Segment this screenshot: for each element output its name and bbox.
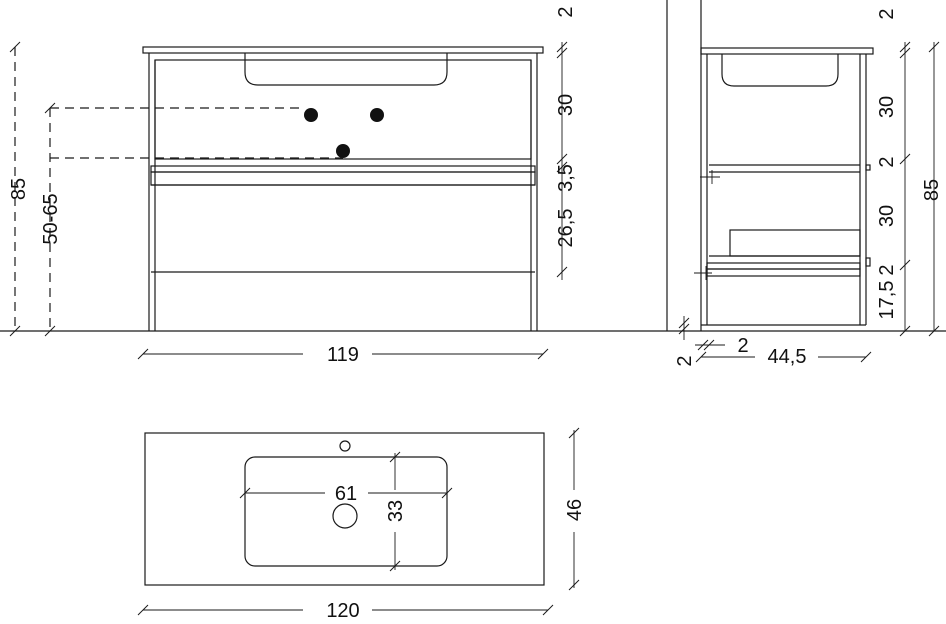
side-height-label: 85 bbox=[921, 179, 943, 201]
front-top-thickness-label: 2 bbox=[555, 6, 577, 17]
side-view: 2 30 2 30 2 17,5 85 44,5 2 2 bbox=[666, 0, 943, 368]
plan-view: 61 33 46 120 bbox=[137, 427, 586, 622]
side-depth-label: 44,5 bbox=[768, 346, 807, 368]
plan-width-label: 120 bbox=[326, 600, 359, 622]
side-top-thickness-label: 2 bbox=[876, 8, 898, 19]
front-view: 85 50-65 119 2 30 3,5 26,5 bbox=[0, 6, 946, 366]
tap-hole-left bbox=[304, 108, 318, 122]
drain-point bbox=[336, 144, 350, 158]
plan-tap-hole bbox=[339, 440, 351, 452]
shelf-body bbox=[150, 171, 536, 186]
side-handle-lower bbox=[865, 257, 871, 267]
tap-hole-right bbox=[370, 108, 384, 122]
side-wall-gap-label: 2 bbox=[737, 335, 748, 357]
front-height-label: 85 bbox=[8, 178, 30, 200]
front-gap-label: 3,5 bbox=[555, 164, 577, 192]
plan-basin-depth-label: 33 bbox=[385, 500, 407, 522]
plan-drain bbox=[332, 503, 358, 529]
plan-countertop bbox=[144, 432, 545, 586]
side-offset-label: 2 bbox=[674, 355, 696, 366]
front-lower-drawer-label: 26,5 bbox=[555, 209, 577, 248]
side-plinth-label: 17,5 bbox=[876, 281, 898, 320]
side-gap-b-label: 2 bbox=[876, 264, 898, 275]
side-plinth-body bbox=[706, 268, 861, 277]
side-basin-outline bbox=[721, 54, 839, 87]
side-gap-a-label: 2 bbox=[876, 156, 898, 167]
side-countertop bbox=[700, 47, 874, 55]
plan-basin-width-label: 61 bbox=[335, 483, 357, 505]
side-upper-drawer-label: 30 bbox=[876, 96, 898, 118]
basin-outline bbox=[244, 53, 448, 86]
front-upper-drawer-label: 30 bbox=[555, 94, 577, 116]
front-width-label: 119 bbox=[327, 344, 359, 366]
shelf-top bbox=[150, 165, 536, 173]
countertop bbox=[142, 46, 544, 54]
side-plinth-top bbox=[706, 262, 861, 270]
side-handle-upper bbox=[865, 164, 871, 171]
upper-drawer bbox=[154, 59, 532, 160]
side-drawer-box bbox=[729, 229, 861, 257]
plan-basin bbox=[244, 456, 448, 567]
side-lower-drawer-label: 30 bbox=[876, 205, 898, 227]
tap-height-label: 50-65 bbox=[40, 193, 62, 244]
plan-depth-label: 46 bbox=[564, 499, 586, 521]
